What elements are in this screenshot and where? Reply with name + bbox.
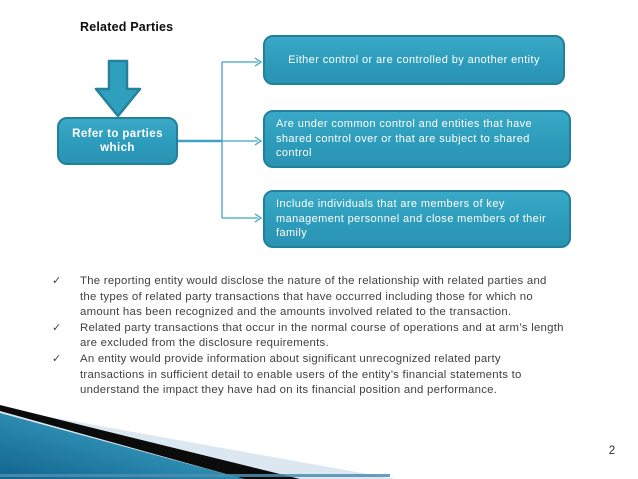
checkmark-icon: ✓ xyxy=(52,352,62,365)
bullet-item: ✓ Related party transactions that occur … xyxy=(50,321,565,352)
bullet-item: ✓ An entity would provide information ab… xyxy=(50,352,565,399)
bullet-text: Related party transactions that occur in… xyxy=(80,321,564,350)
bullet-item: ✓ The reporting entity would disclose th… xyxy=(50,274,565,321)
source-box: Refer to parties which xyxy=(57,117,178,165)
target-box-common-control: Are under common control and entities th… xyxy=(263,110,571,168)
checkmark-icon: ✓ xyxy=(52,275,62,287)
target-box-key-management: Include individuals that are members of … xyxy=(263,190,571,248)
bullet-text: The reporting entity would disclose the … xyxy=(80,275,547,319)
page-number: 2 xyxy=(608,445,616,457)
bullet-list: ✓ The reporting entity would disclose th… xyxy=(50,274,565,399)
slide-title: Related Parties xyxy=(80,20,174,34)
checkmark-icon: ✓ xyxy=(52,321,62,334)
corner-decoration xyxy=(0,405,395,479)
down-arrow-icon xyxy=(94,59,142,118)
bullet-text: An entity would provide information abou… xyxy=(80,352,522,397)
target-box-control: Either control or are controlled by anot… xyxy=(263,35,565,85)
